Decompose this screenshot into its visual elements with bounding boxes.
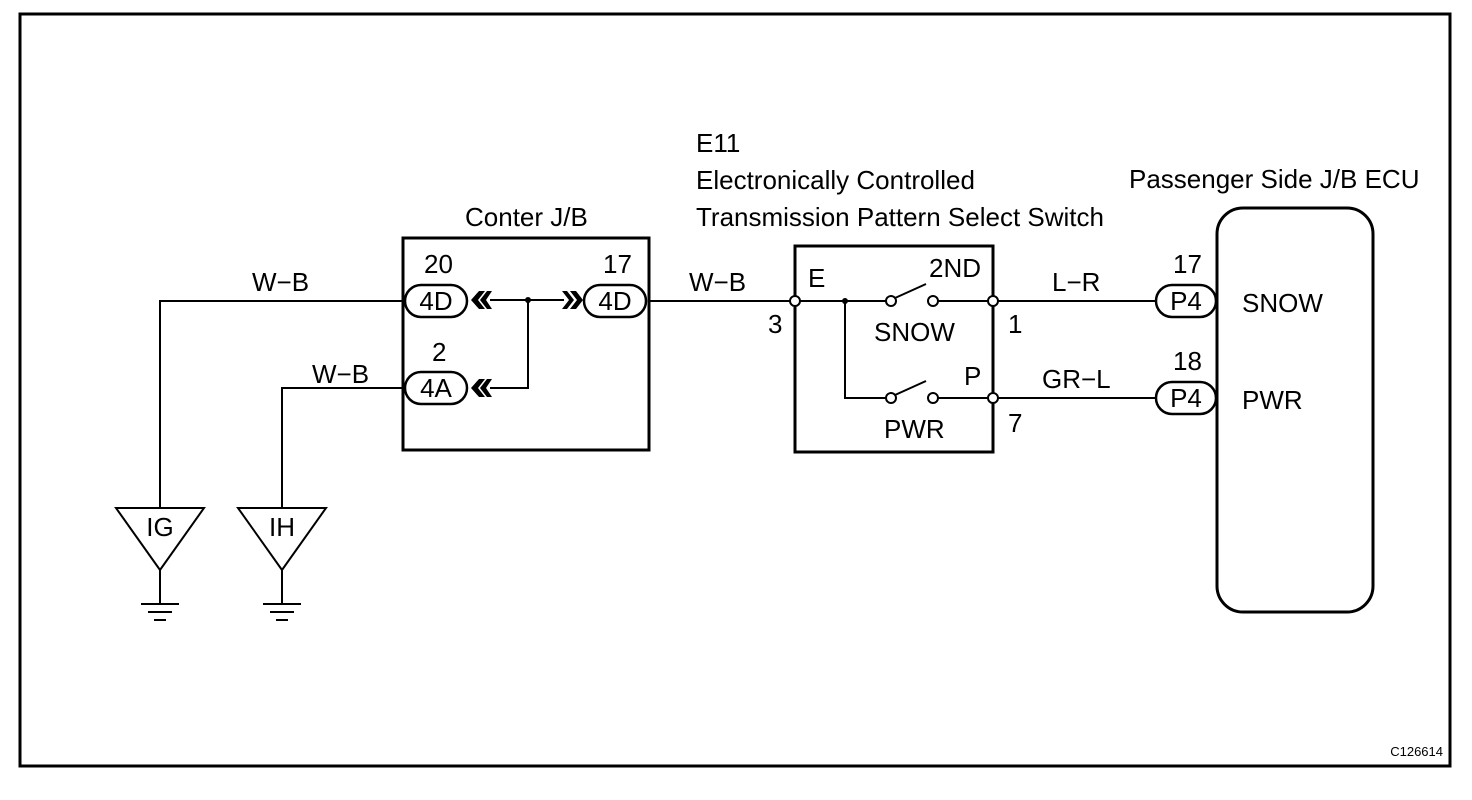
- center-jb-pin-20: 20: [424, 249, 453, 279]
- switch-term-p: P: [964, 361, 981, 391]
- ecu-pwr-label: PWR: [1242, 385, 1303, 415]
- jb-junction-dot: [525, 297, 531, 303]
- ground-ig: IG: [114, 507, 206, 621]
- connector-4d-right: 4D: [582, 283, 648, 319]
- connector-4a: 4A: [403, 370, 469, 406]
- svg-text:4D: 4D: [419, 286, 452, 316]
- ecu-snow-label: SNOW: [1242, 288, 1323, 318]
- wire-label-wb-ig: W−B: [252, 267, 309, 297]
- wire-wb-ih: [281, 387, 403, 508]
- chevron-4d-left: [471, 291, 492, 309]
- svg-text:P4: P4: [1170, 383, 1202, 413]
- switch-name-line1: Electronically Controlled: [696, 165, 975, 195]
- wire-label-wb-switch: W−B: [689, 267, 746, 297]
- ground-ig-label: IG: [146, 512, 173, 542]
- ground-ih: IH: [236, 507, 328, 621]
- switch-terminal-1: [987, 295, 999, 307]
- switch-snow-contact: [799, 283, 988, 307]
- switch-name-line2: Transmission Pattern Select Switch: [696, 202, 1104, 232]
- switch-pin-1: 1: [1008, 309, 1022, 339]
- switch-junction-dot: [842, 298, 848, 304]
- center-jb-pin-17: 17: [603, 249, 632, 279]
- switch-term-2nd: 2ND: [929, 253, 981, 283]
- chevron-4d-right: [562, 291, 583, 309]
- diagram-frame: [18, 12, 1452, 768]
- connector-4d-left: 4D: [403, 283, 469, 319]
- jb-internal-branch: [490, 300, 529, 389]
- svg-text:P4: P4: [1170, 286, 1202, 316]
- svg-text:4A: 4A: [420, 373, 452, 403]
- switch-term-e: E: [808, 263, 825, 293]
- switch-snow-label: SNOW: [874, 317, 955, 347]
- center-jb-title: Conter J/B: [465, 202, 588, 232]
- switch-terminal-7: [987, 392, 999, 404]
- connector-p4-top: P4: [1154, 283, 1218, 319]
- switch-terminal-3: [789, 295, 801, 307]
- switch-pwr-contact: [844, 301, 988, 404]
- center-jb-box: [401, 236, 651, 452]
- wire-label-lr: L−R: [1052, 267, 1100, 297]
- ecu-pin-17: 17: [1173, 249, 1202, 279]
- switch-pin-3: 3: [768, 309, 782, 339]
- chevron-4a: [471, 379, 492, 397]
- ecu-title: Passenger Side J/B ECU: [1129, 164, 1419, 194]
- switch-box: [793, 244, 995, 454]
- switch-code: E11: [696, 128, 740, 158]
- figure-code: C126614: [1390, 744, 1443, 759]
- connector-p4-bottom: P4: [1154, 380, 1218, 416]
- center-jb-pin-2: 2: [432, 337, 446, 367]
- ground-ih-label: IH: [269, 512, 295, 542]
- switch-pwr-label: PWR: [884, 414, 945, 444]
- switch-pin-7: 7: [1008, 408, 1022, 438]
- wire-label-wb-ih: W−B: [312, 359, 369, 389]
- wire-label-grl: GR−L: [1042, 364, 1111, 394]
- ecu-pin-18: 18: [1173, 346, 1202, 376]
- wire-wb-ig: [159, 300, 403, 508]
- ecu-box: [1215, 206, 1375, 614]
- svg-text:4D: 4D: [598, 286, 631, 316]
